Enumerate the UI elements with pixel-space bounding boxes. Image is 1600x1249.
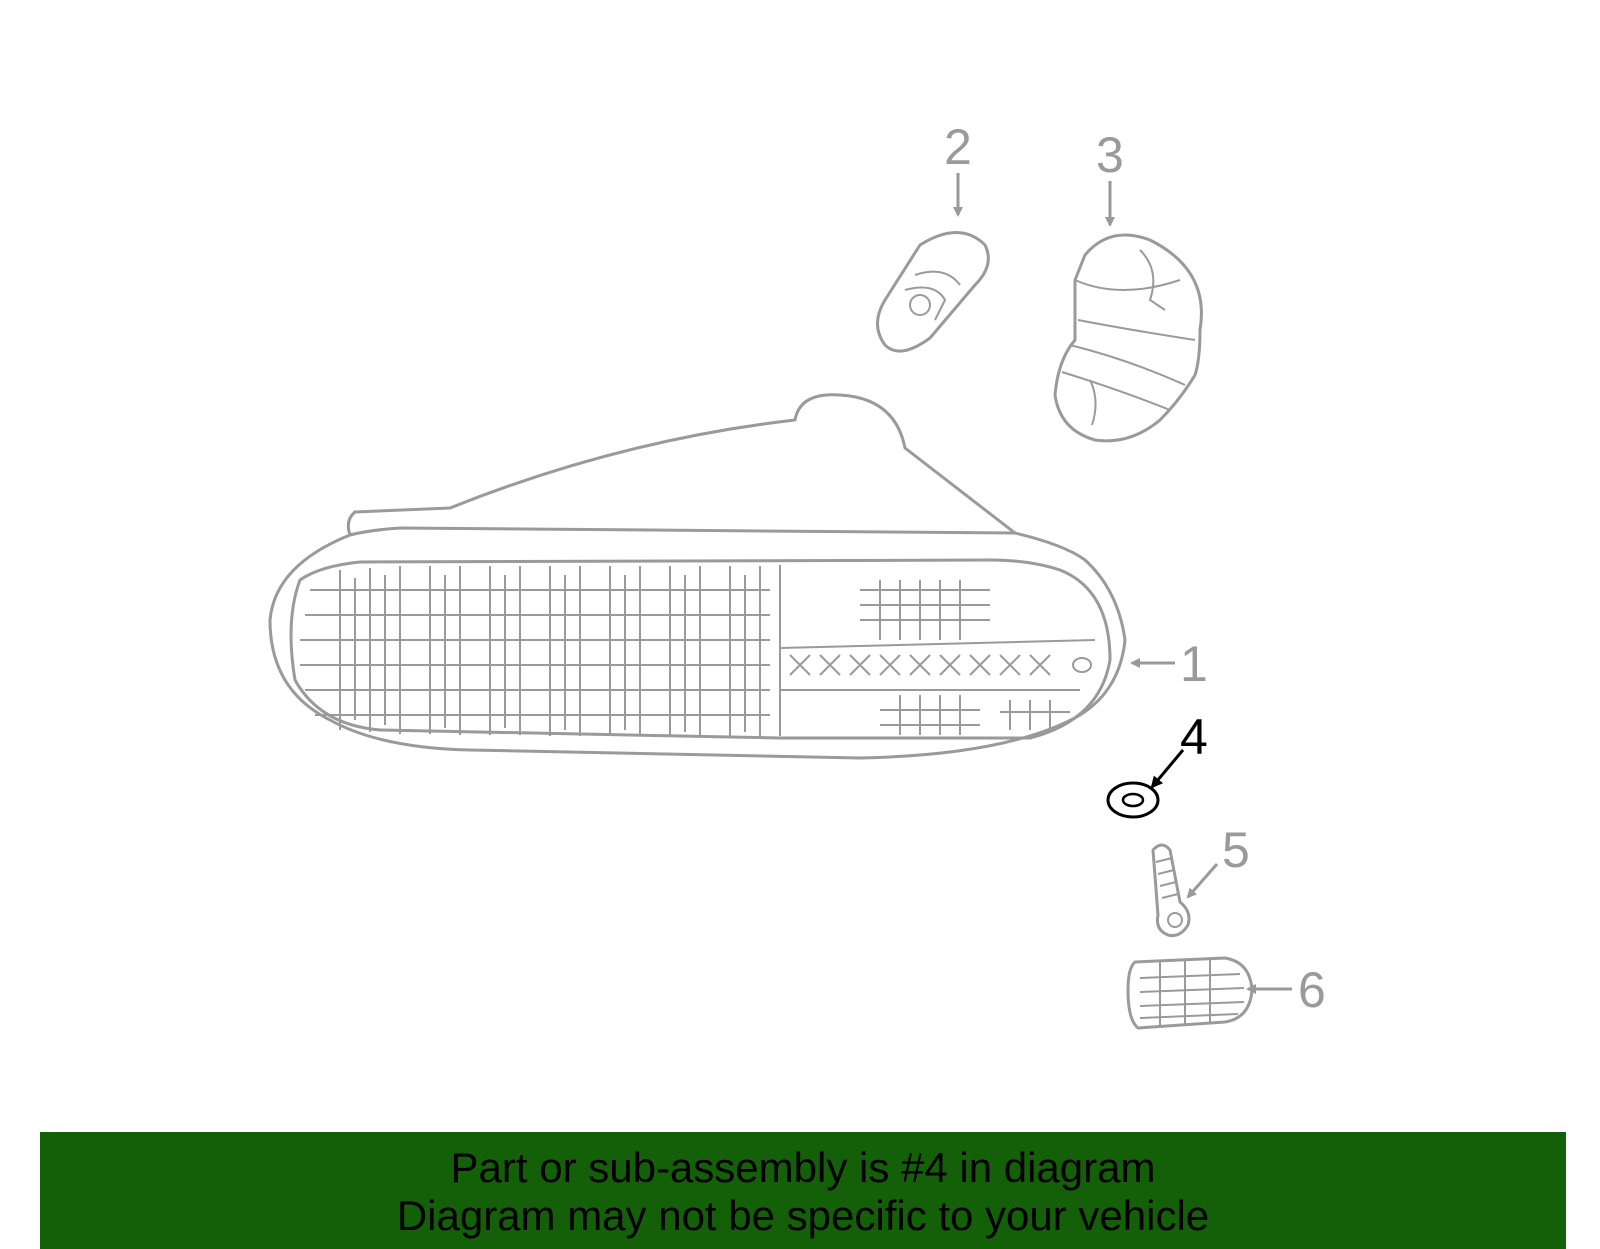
banner-part-note: Part or sub-assembly is #4 in diagram (450, 1144, 1156, 1191)
callout-6: 6 (1298, 962, 1326, 1018)
lamp-assembly-part (268, 393, 1127, 760)
info-banner: Part or sub-assembly is #4 in diagram Di… (40, 1132, 1566, 1249)
leader-lines (953, 173, 1292, 994)
banner-disclaimer: Diagram may not be specific to your vehi… (396, 1192, 1210, 1239)
clip-part (1126, 956, 1254, 1030)
socket-part (1053, 233, 1203, 443)
washer-part (1106, 781, 1160, 819)
parts-diagram: 1 2 3 4 5 6 (268, 119, 1326, 1030)
bulb-part (876, 231, 990, 353)
callout-3: 3 (1096, 127, 1124, 183)
leader-line-5 (1186, 863, 1219, 899)
callout-5: 5 (1222, 822, 1250, 878)
screw-part (1151, 843, 1191, 937)
callout-4: 4 (1180, 709, 1208, 765)
leader-line-4 (1150, 749, 1185, 789)
callout-numbers: 1 2 3 4 5 6 (944, 119, 1326, 1018)
callout-2: 2 (944, 119, 972, 175)
callout-1: 1 (1180, 636, 1208, 692)
